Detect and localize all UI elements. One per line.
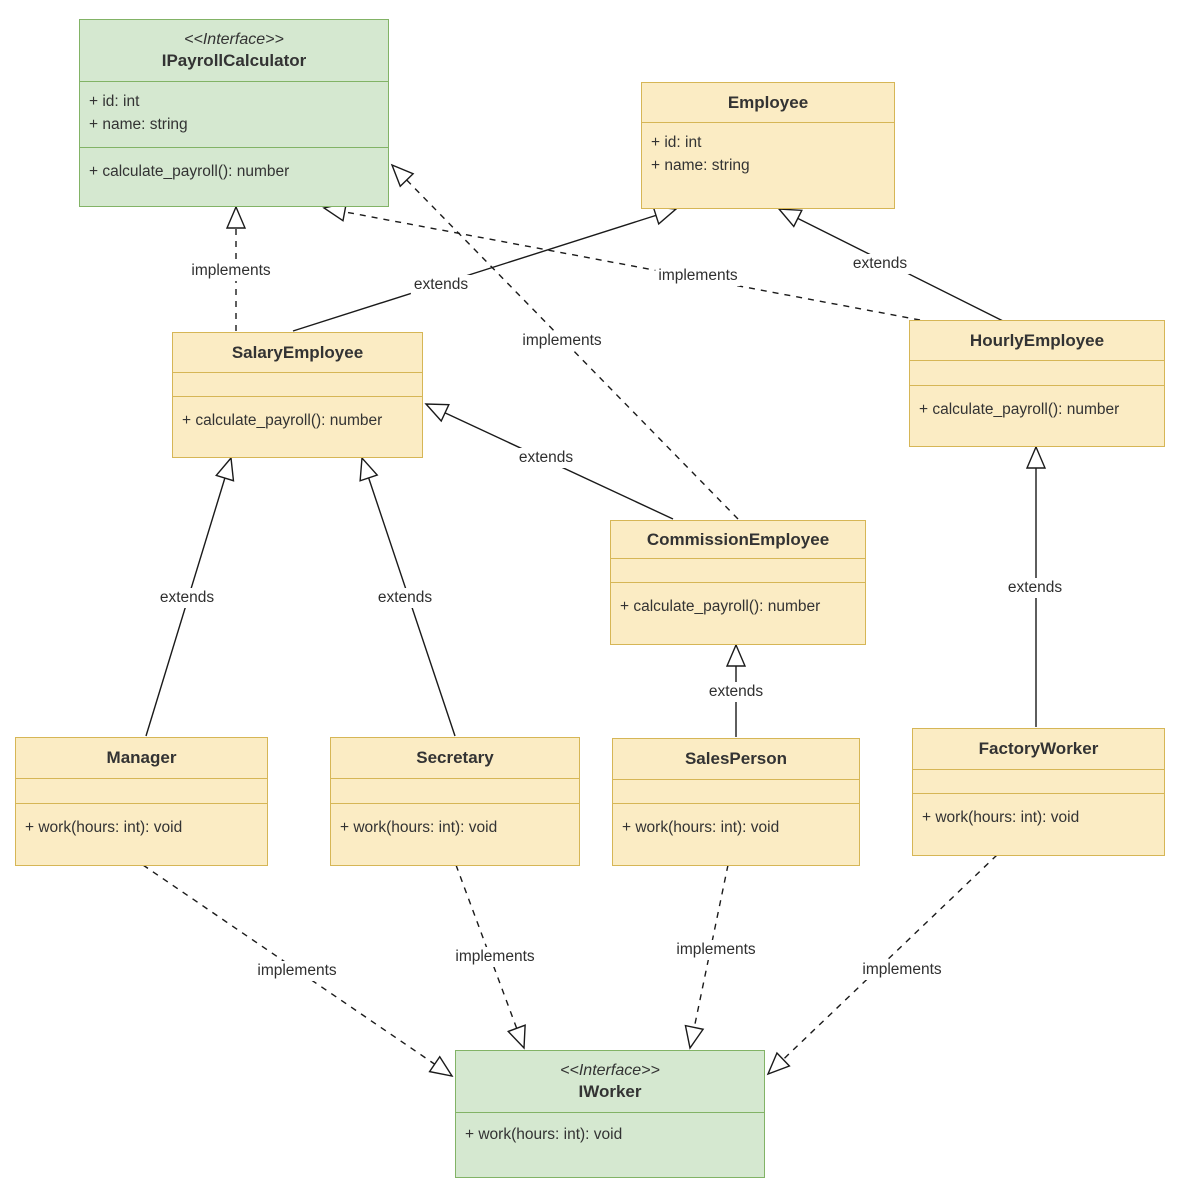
method-row: + work(hours: int): void	[465, 1126, 623, 1143]
class-box-ipayrollcalculator[interactable]: <<Interface>> IPayrollCalculator + id: i…	[79, 19, 389, 207]
class-name: Secretary	[416, 748, 494, 768]
class-name: SalaryEmployee	[231, 342, 364, 362]
attribute-row: + name: string	[651, 157, 750, 174]
edge-hourlyemployee-implements-ipayrollcalculator[interactable]	[322, 202, 921, 321]
class-name: HourlyEmployee	[969, 330, 1105, 350]
edge-label-extends: extends	[1004, 578, 1066, 598]
edge-label-extends: extends	[374, 588, 436, 608]
method-row: + calculate_payroll(): number	[919, 401, 1120, 418]
method-row: + calculate_payroll(): number	[620, 598, 821, 615]
method-row: + calculate_payroll(): number	[182, 412, 383, 429]
method-row: + work(hours: int): void	[922, 809, 1080, 826]
edge-label-implements: implements	[859, 960, 945, 980]
method-row: + work(hours: int): void	[25, 819, 183, 836]
class-name: Employee	[727, 92, 809, 112]
method-row: + work(hours: int): void	[622, 819, 780, 836]
edge-label-implements: implements	[452, 947, 538, 967]
class-box-iworker[interactable]: <<Interface>> IWorker + work(hours: int)…	[455, 1050, 765, 1178]
edge-label-extends: extends	[705, 682, 767, 702]
edge-label-implements: implements	[254, 961, 340, 981]
class-box-commissionemployee[interactable]: CommissionEmployee + calculate_payroll()…	[610, 520, 866, 645]
attribute-row: + name: string	[89, 116, 188, 133]
edge-salaryemployee-extends-employee[interactable]	[292, 205, 678, 332]
edge-label-extends: extends	[849, 254, 911, 274]
class-name: CommissionEmployee	[646, 529, 830, 549]
class-name: SalesPerson	[684, 749, 788, 769]
class-box-salesperson[interactable]: SalesPerson + work(hours: int): void	[612, 738, 860, 866]
class-name: IWorker	[578, 1081, 642, 1101]
edge-label-implements: implements	[673, 940, 759, 960]
method-row: + work(hours: int): void	[340, 819, 498, 836]
edge-commissionemployee-implements-ipayrollcalculator[interactable]	[390, 163, 739, 520]
class-box-employee[interactable]: Employee + id: int + name: string	[641, 82, 895, 209]
method-row: + calculate_payroll(): number	[89, 163, 290, 180]
attribute-row: + id: int	[89, 93, 140, 110]
class-name: IPayrollCalculator	[161, 50, 307, 70]
edge-label-extends: extends	[410, 275, 472, 295]
edge-label-implements: implements	[188, 261, 274, 281]
class-stereotype: <<Interface>>	[184, 30, 284, 48]
edge-label-implements: implements	[519, 331, 605, 351]
class-box-manager[interactable]: Manager + work(hours: int): void	[15, 737, 268, 866]
class-box-factoryworker[interactable]: FactoryWorker + work(hours: int): void	[912, 728, 1165, 856]
class-name: FactoryWorker	[978, 739, 1099, 759]
class-box-secretary[interactable]: Secretary + work(hours: int): void	[330, 737, 580, 866]
class-stereotype: <<Interface>>	[560, 1061, 660, 1079]
edge-label-extends: extends	[156, 588, 218, 608]
edge-label-extends: extends	[515, 448, 577, 468]
class-name: Manager	[106, 748, 177, 768]
edge-manager-implements-iworker[interactable]	[142, 864, 454, 1078]
class-box-salaryemployee[interactable]: SalaryEmployee + calculate_payroll(): nu…	[172, 332, 423, 458]
edge-label-implements: implements	[655, 266, 741, 286]
class-box-hourlyemployee[interactable]: HourlyEmployee + calculate_payroll(): nu…	[909, 320, 1165, 447]
attribute-row: + id: int	[651, 134, 702, 151]
